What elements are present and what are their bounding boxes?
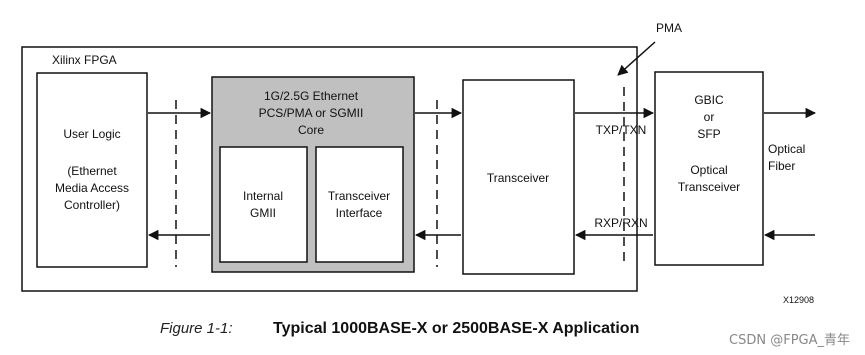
transceiver-interface-line-1: Transceiver bbox=[328, 189, 390, 203]
internal-gmii-line-1: Internal bbox=[243, 189, 283, 203]
user-logic-desc-line-2: Media Access bbox=[55, 181, 129, 195]
optical-desc-line-1: Optical bbox=[690, 163, 727, 177]
tx-signal-label: TXP/TXN bbox=[596, 123, 647, 137]
transceiver-label: Transceiver bbox=[487, 171, 549, 185]
fiber-label-line-2: Fiber bbox=[768, 159, 795, 173]
core-title-line-1: 1G/2.5G Ethernet bbox=[264, 89, 359, 103]
pma-label: PMA bbox=[656, 21, 682, 35]
internal-gmii-block bbox=[219, 146, 308, 263]
pma-pointer-arrow bbox=[617, 41, 656, 76]
optical-desc-line-2: Transceiver bbox=[678, 180, 740, 194]
figure-id: X12908 bbox=[783, 295, 814, 305]
transceiver-block bbox=[462, 79, 575, 275]
core-title-line-2: PCS/PMA or SGMII bbox=[259, 106, 364, 120]
fpga-boundary bbox=[21, 46, 638, 292]
transceiver-interface-line-2: Interface bbox=[336, 206, 383, 220]
watermark: CSDN @FPGA_青年 bbox=[729, 333, 850, 348]
core-title-line-3: Core bbox=[298, 123, 324, 137]
optical-title-line-1: GBIC bbox=[694, 93, 724, 107]
user-logic-desc-line-3: Controller) bbox=[64, 198, 120, 212]
fiber-label-line-1: Optical bbox=[768, 142, 805, 156]
figure-number: Figure 1-1: bbox=[160, 320, 233, 337]
internal-gmii-line-2: GMII bbox=[250, 206, 276, 220]
user-logic-desc-line-1: (Ethernet bbox=[67, 164, 117, 178]
fpga-label: Xilinx FPGA bbox=[52, 53, 117, 67]
optical-title-line-3: SFP bbox=[697, 127, 720, 141]
user-logic-title: User Logic bbox=[63, 127, 120, 141]
user-logic-block bbox=[36, 72, 148, 268]
transceiver-interface-block bbox=[315, 146, 404, 263]
figure-title: Typical 1000BASE-X or 2500BASE-X Applica… bbox=[273, 320, 639, 337]
optical-title-line-2: or bbox=[704, 110, 715, 124]
optical-transceiver-block bbox=[654, 71, 764, 266]
rx-signal-label: RXP/RXN bbox=[594, 216, 647, 230]
